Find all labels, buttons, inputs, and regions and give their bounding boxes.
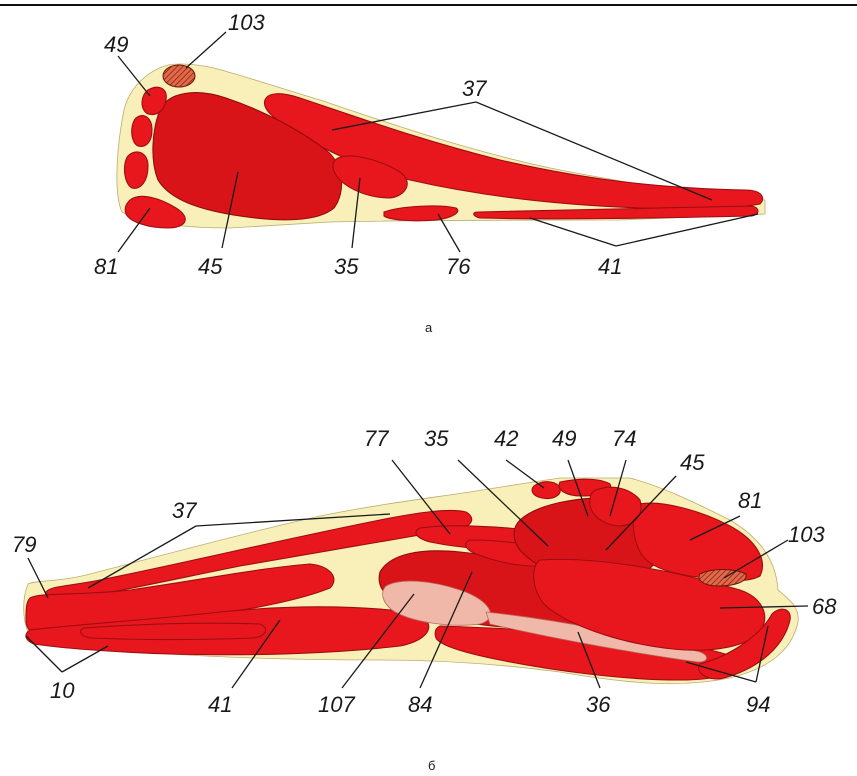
label-b-77: 77 xyxy=(364,426,389,451)
label-a-35: 35 xyxy=(334,254,359,279)
label-b-45: 45 xyxy=(680,450,705,475)
label-a-76: 76 xyxy=(446,254,471,279)
label-a-41: 41 xyxy=(598,254,622,279)
muscle-b-42 xyxy=(532,482,560,499)
caption-b: б xyxy=(428,758,435,773)
caption-a: а xyxy=(425,320,433,335)
label-a-81: 81 xyxy=(94,254,118,279)
label-a-45: 45 xyxy=(198,254,223,279)
label-b-37: 37 xyxy=(172,498,197,523)
label-b-103: 103 xyxy=(788,522,825,547)
label-b-84: 84 xyxy=(408,692,432,717)
label-b-36: 36 xyxy=(586,692,611,717)
label-b-107: 107 xyxy=(318,692,355,717)
label-a-103: 103 xyxy=(228,10,265,35)
label-b-49: 49 xyxy=(552,426,576,451)
diagram-b: 77 35 42 49 74 45 37 81 79 103 68 10 41 … xyxy=(12,426,837,773)
diagram-a: 103 49 37 81 45 35 76 41 а xyxy=(94,10,765,335)
label-b-81: 81 xyxy=(738,488,762,513)
label-b-94: 94 xyxy=(746,692,770,717)
muscle-a-49-lower xyxy=(132,116,152,147)
label-b-74: 74 xyxy=(612,426,636,451)
label-b-42: 42 xyxy=(494,426,518,451)
label-b-68: 68 xyxy=(812,594,837,619)
label-b-35: 35 xyxy=(424,426,449,451)
label-b-10: 10 xyxy=(50,678,75,703)
leader-a-41-1 xyxy=(530,218,616,246)
leader-a-103 xyxy=(186,32,226,68)
label-b-41: 41 xyxy=(208,692,232,717)
label-a-37: 37 xyxy=(462,76,487,101)
label-b-79: 79 xyxy=(12,532,36,557)
label-a-49: 49 xyxy=(104,32,128,57)
bone-a-103 xyxy=(163,65,195,87)
